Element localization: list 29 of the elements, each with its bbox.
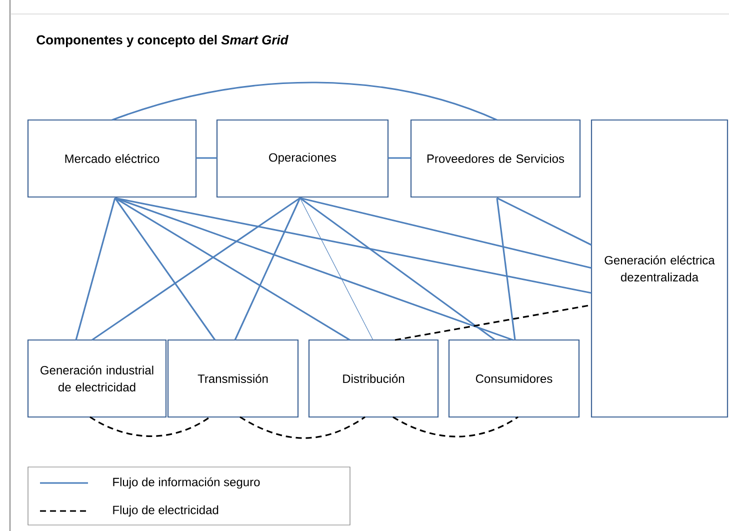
connector-line	[196, 157, 217, 159]
connector-line	[496, 198, 516, 340]
box: Transmissión	[167, 339, 299, 418]
connector-line	[112, 82, 498, 121]
legend-text: Flujo de electricidad	[113, 505, 218, 517]
box: Consumidores	[448, 339, 580, 418]
connector-line	[388, 157, 411, 159]
connector-line	[496, 197, 592, 246]
box: Operaciones	[216, 119, 389, 198]
connector-line	[114, 197, 514, 341]
connector-line	[234, 198, 301, 340]
connector-line	[300, 198, 374, 340]
box: Proveedores de Servicios	[410, 119, 581, 198]
box: Generación industrial de electricidad	[27, 339, 167, 418]
connector-line	[114, 197, 592, 294]
connector-line	[300, 197, 496, 341]
title: Componentes y concepto del Smart Grid	[36, 34, 288, 48]
connector-line	[75, 198, 116, 340]
dashed-line	[240, 416, 366, 439]
box: Mercado eléctrico	[27, 119, 197, 198]
connector-line	[114, 198, 216, 340]
connector-line	[300, 197, 592, 269]
legend-text: Flujo de información seguro	[113, 477, 260, 489]
dashed-line	[392, 416, 518, 438]
connector-line	[114, 197, 350, 341]
dashed-line	[90, 416, 210, 437]
connector-line	[92, 197, 300, 341]
box: Generación eléctrica dezentralizada	[590, 119, 728, 418]
box: Distribución	[308, 339, 439, 418]
